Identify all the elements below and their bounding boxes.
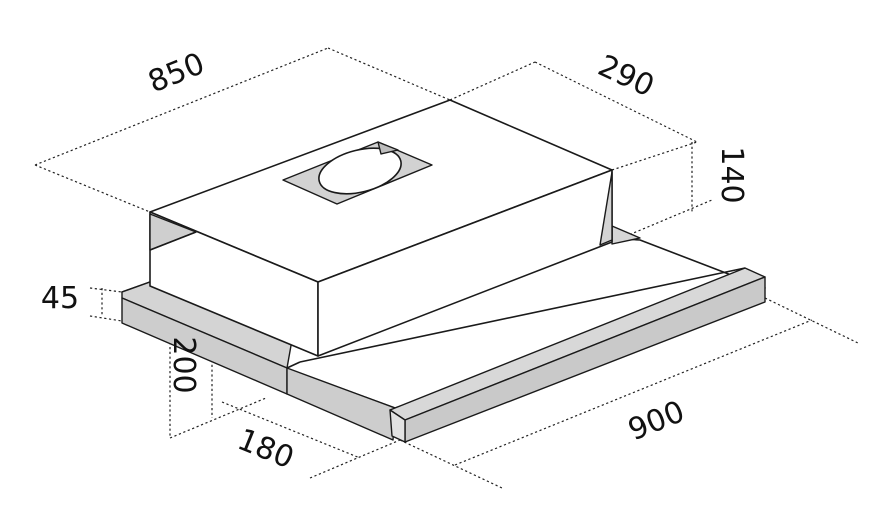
outlet-opening xyxy=(318,147,402,195)
outlet-collar-shadow xyxy=(377,141,399,155)
label-200: 200 xyxy=(166,336,201,393)
housing-right-face xyxy=(317,169,613,357)
dim-290-extension-front xyxy=(611,141,698,171)
tray-front-track-edge xyxy=(299,267,746,363)
tray-middle-front-panel xyxy=(286,367,396,441)
tray-divider-edge xyxy=(286,361,301,369)
dim-900-line xyxy=(454,319,813,466)
label-900: 900 xyxy=(623,394,689,448)
dim-850-extension-right xyxy=(327,47,451,101)
label-45: 45 xyxy=(41,281,79,316)
dim-290-line xyxy=(534,61,698,143)
front-bar-end-cap xyxy=(389,409,406,443)
dim-45-extension-bottom xyxy=(89,315,123,322)
hood-housing xyxy=(149,99,613,357)
dim-900-extension-left xyxy=(399,439,503,489)
housing-inner-shade-right xyxy=(599,171,613,246)
dim-140-extension-bottom xyxy=(611,199,713,243)
tray-left-lip xyxy=(121,281,293,369)
dim-850-extension-left xyxy=(34,164,151,213)
dim-180-extension-right xyxy=(309,439,401,479)
housing-inner-edge xyxy=(149,231,197,251)
label-850: 850 xyxy=(143,46,209,100)
dim-200-extension-bottom xyxy=(169,397,267,439)
dim-180-line xyxy=(221,401,361,459)
label-140: 140 xyxy=(714,146,749,203)
label-180: 180 xyxy=(232,422,298,476)
dim-45-extension-top xyxy=(89,287,123,293)
dim-290-extension-back xyxy=(449,61,536,101)
label-290: 290 xyxy=(593,48,660,104)
